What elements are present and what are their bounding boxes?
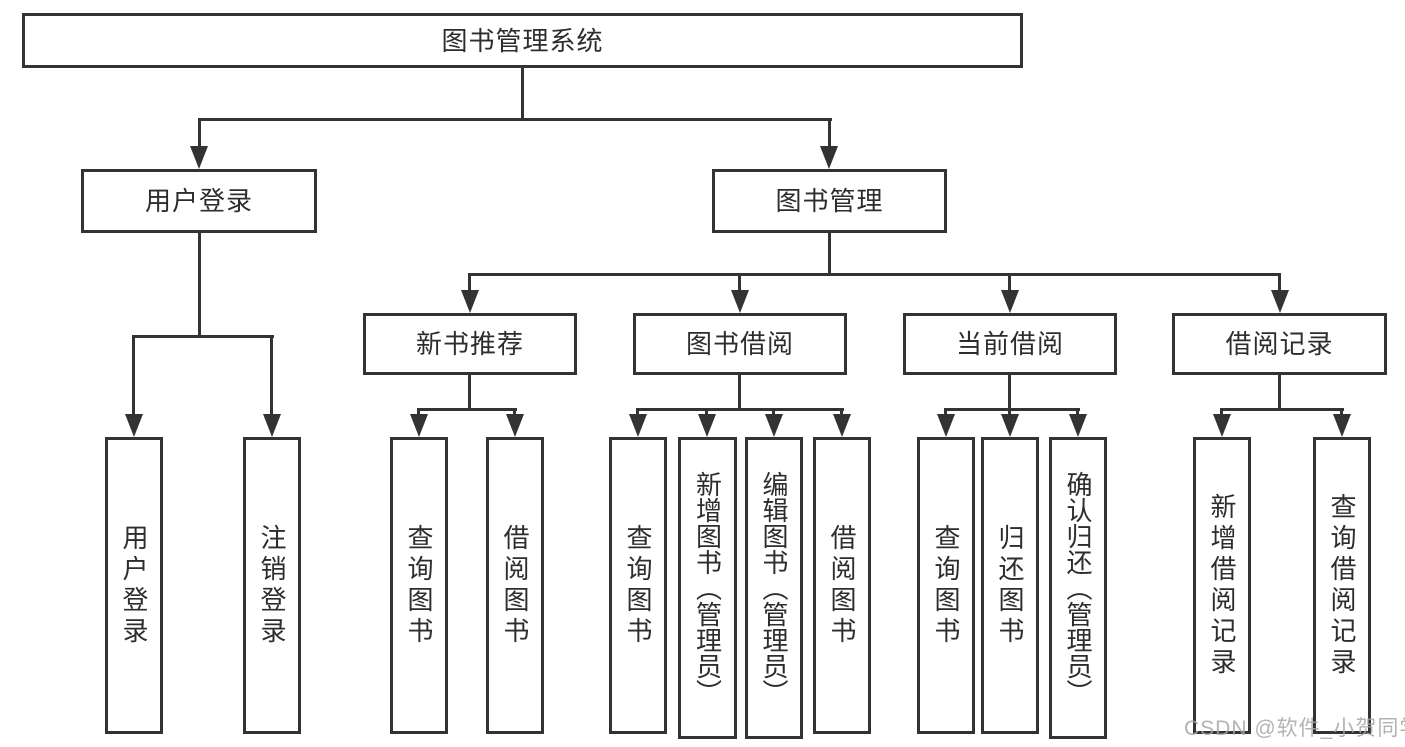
connector-new-books-stub <box>468 374 471 411</box>
connector-root-rail <box>198 118 832 121</box>
arrowhead-icon <box>1069 414 1087 437</box>
connector-drop-new-books <box>468 273 471 292</box>
node-leaf-borrow-query: 查询图书 <box>609 437 667 734</box>
arrowhead-icon <box>506 414 524 437</box>
arrowhead-icon <box>1001 414 1019 437</box>
arrowhead-icon <box>937 414 955 437</box>
connector-drop-leaf <box>1076 408 1079 418</box>
node-leaf-edit-book-admin: 编辑图书（管理员） <box>745 437 803 739</box>
node-leaf-borrow-book-label: 借阅图书 <box>827 523 857 648</box>
connector-drop-leaf <box>417 408 420 418</box>
node-book-mgmt: 图书管理 <box>712 169 947 233</box>
node-leaf-newbook-query-label: 查询图书 <box>404 523 434 648</box>
connector-drop-leaf <box>772 408 775 418</box>
csdn-watermark: CSDN @软件_小贺同学 <box>1184 717 1405 740</box>
node-user-login: 用户登录 <box>81 169 317 233</box>
connector-borrow-records-rail <box>1220 408 1344 411</box>
connector-drop-user-login <box>198 118 201 148</box>
connector-current-borrow-rail <box>944 408 1080 411</box>
node-leaf-query-record-label: 查询借阅记录 <box>1327 492 1357 679</box>
node-current-borrow-label: 当前借阅 <box>955 329 1064 359</box>
node-leaf-user-login: 用户登录 <box>105 437 163 734</box>
connector-drop-leaf <box>1340 408 1343 418</box>
node-leaf-newbook-query: 查询图书 <box>390 437 448 734</box>
arrowhead-icon <box>731 290 749 313</box>
connector-user-login-rail <box>132 335 274 338</box>
node-leaf-user-login-label: 用户登录 <box>119 523 149 648</box>
connector-drop-leaf <box>1008 408 1011 418</box>
node-current-borrow: 当前借阅 <box>903 313 1117 375</box>
node-root: 图书管理系统 <box>22 13 1023 68</box>
arrowhead-icon <box>629 414 647 437</box>
connector-drop-borrow-records <box>1278 273 1281 292</box>
node-leaf-return-book-label: 归还图书 <box>995 523 1025 648</box>
connector-user-login-stub <box>198 233 201 338</box>
connector-book-borrow-stub <box>738 374 741 411</box>
connector-drop-current-borrow <box>1008 273 1011 292</box>
arrowhead-icon <box>190 146 208 169</box>
node-leaf-confirm-return-admin-label: 确认归还（管理员） <box>1063 471 1093 705</box>
node-book-borrow: 图书借阅 <box>633 313 847 375</box>
connector-root-stub <box>521 68 524 121</box>
node-leaf-confirm-return-admin: 确认归还（管理员） <box>1049 437 1107 739</box>
connector-drop-leaf <box>1220 408 1223 418</box>
connector-drop-leaf <box>944 408 947 418</box>
connector-drop-leaf <box>705 408 708 418</box>
node-user-login-label: 用户登录 <box>144 186 253 216</box>
node-leaf-logout: 注销登录 <box>243 437 301 734</box>
node-leaf-query-record: 查询借阅记录 <box>1313 437 1371 734</box>
node-leaf-current-query-label: 查询图书 <box>931 523 961 648</box>
arrowhead-icon <box>1213 414 1231 437</box>
arrowhead-icon <box>698 414 716 437</box>
arrowhead-icon <box>765 414 783 437</box>
node-leaf-add-record-label: 新增借阅记录 <box>1207 492 1237 679</box>
arrowhead-icon <box>1001 290 1019 313</box>
node-borrow-records-label: 借阅记录 <box>1225 329 1334 359</box>
connector-current-borrow-stub <box>1008 374 1011 411</box>
arrowhead-icon <box>125 414 143 437</box>
connector-drop-leaf <box>270 335 273 416</box>
arrowhead-icon <box>1333 414 1351 437</box>
node-leaf-add-record: 新增借阅记录 <box>1193 437 1251 734</box>
node-borrow-records: 借阅记录 <box>1172 313 1387 375</box>
node-new-books-label: 新书推荐 <box>415 329 524 359</box>
connector-book-mgmt-rail <box>468 273 1281 276</box>
node-book-borrow-label: 图书借阅 <box>685 329 794 359</box>
node-new-books: 新书推荐 <box>363 313 577 375</box>
arrowhead-icon <box>410 414 428 437</box>
node-leaf-borrow-book: 借阅图书 <box>813 437 871 734</box>
connector-drop-book-borrow <box>738 273 741 292</box>
connector-book-borrow-rail <box>636 408 844 411</box>
node-leaf-current-query: 查询图书 <box>917 437 975 734</box>
arrowhead-icon <box>461 290 479 313</box>
node-leaf-borrow-query-label: 查询图书 <box>623 523 653 648</box>
arrowhead-icon <box>833 414 851 437</box>
connector-drop-leaf <box>513 408 516 418</box>
node-leaf-edit-book-admin-label: 编辑图书（管理员） <box>759 471 789 705</box>
arrowhead-icon <box>1271 290 1289 313</box>
node-leaf-logout-label: 注销登录 <box>257 523 287 648</box>
node-leaf-add-book-admin: 新增图书（管理员） <box>678 437 737 739</box>
connector-drop-book-mgmt <box>828 118 831 148</box>
arrowhead-icon <box>263 414 281 437</box>
connector-drop-leaf <box>132 335 135 416</box>
connector-new-books-rail <box>417 408 517 411</box>
arrowhead-icon <box>820 146 838 169</box>
node-root-label: 图书管理系统 <box>441 25 604 56</box>
connector-drop-leaf <box>840 408 843 418</box>
node-leaf-add-book-admin-label: 新增图书（管理员） <box>692 471 723 705</box>
connector-borrow-records-stub <box>1278 374 1281 411</box>
node-book-mgmt-label: 图书管理 <box>775 186 884 216</box>
node-leaf-newbook-borrow-label: 借阅图书 <box>500 523 530 648</box>
node-leaf-newbook-borrow: 借阅图书 <box>486 437 544 734</box>
connector-drop-leaf <box>636 408 639 418</box>
connector-book-mgmt-stub <box>828 233 831 276</box>
node-leaf-return-book: 归还图书 <box>981 437 1039 734</box>
